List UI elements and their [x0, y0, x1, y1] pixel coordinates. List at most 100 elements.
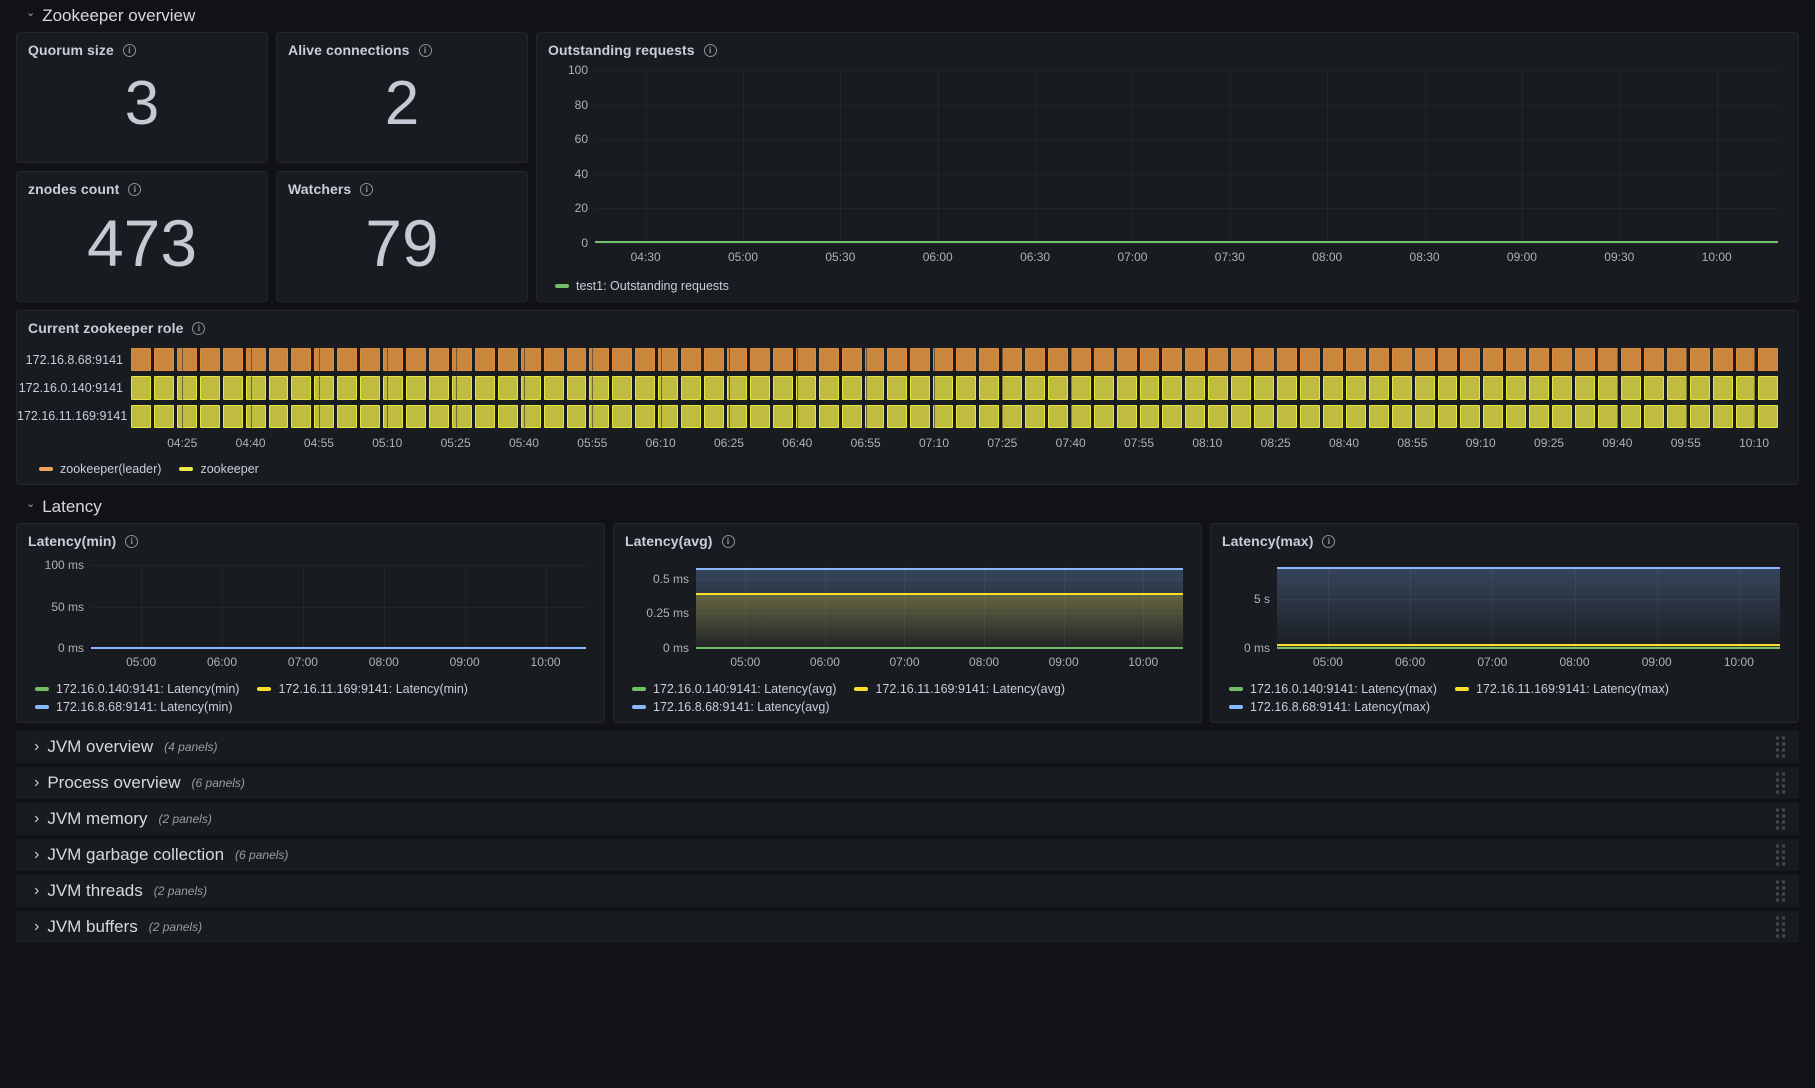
legend-item[interactable]: 172.16.8.68:9141: Latency(max): [1229, 700, 1798, 714]
timeline-cell[interactable]: [1643, 348, 1664, 372]
timeline-cell[interactable]: [1414, 404, 1435, 428]
timeline-cell[interactable]: [1254, 376, 1275, 400]
timeline-cell[interactable]: [428, 348, 449, 372]
timeline-cell[interactable]: [1391, 376, 1412, 400]
timeline-cell[interactable]: [704, 404, 724, 428]
timeline-cell[interactable]: [451, 404, 472, 428]
info-icon[interactable]: [125, 534, 139, 548]
timeline-cell[interactable]: [726, 376, 747, 400]
timeline-cell[interactable]: [451, 348, 472, 372]
timeline-cell[interactable]: [1093, 348, 1114, 372]
timeline-cell[interactable]: [1254, 348, 1275, 372]
timeline-cell[interactable]: [314, 376, 335, 400]
timeline-cell[interactable]: [658, 404, 679, 428]
timeline-cell[interactable]: [360, 404, 381, 428]
timeline-cell[interactable]: [1002, 376, 1022, 400]
timeline-cell[interactable]: [887, 404, 908, 428]
legend-item[interactable]: zookeeper: [179, 462, 259, 476]
timeline-cell[interactable]: [1437, 348, 1458, 372]
timeline-cell[interactable]: [979, 348, 1000, 372]
timeline-cell[interactable]: [1506, 348, 1527, 372]
collapsed-row-jvm-buffers[interactable]: JVM buffers(2 panels): [16, 911, 1799, 943]
timeline-cell[interactable]: [543, 376, 564, 400]
panel-latency-avg[interactable]: Latency(avg) 0 ms0.25 ms0.5 ms05:0006:00…: [613, 523, 1202, 723]
timeline-cell[interactable]: [428, 376, 449, 400]
timeline-cell[interactable]: [1116, 376, 1137, 400]
timeline-cell[interactable]: [795, 404, 816, 428]
info-icon[interactable]: [128, 182, 142, 196]
timeline-cell[interactable]: [933, 404, 954, 428]
timeline-cell[interactable]: [1345, 376, 1366, 400]
timeline-cell[interactable]: [1208, 348, 1229, 372]
timeline-cell[interactable]: [864, 404, 885, 428]
collapsed-row-jvm-overview[interactable]: JVM overview(4 panels): [16, 731, 1799, 763]
timeline-cell[interactable]: [131, 404, 151, 428]
timeline-cell[interactable]: [222, 404, 243, 428]
timeline-cell[interactable]: [360, 348, 381, 372]
timeline-cell[interactable]: [1620, 404, 1641, 428]
timeline-cell[interactable]: [1300, 376, 1320, 400]
info-icon[interactable]: [703, 43, 717, 57]
legend-item[interactable]: zookeeper(leader): [39, 462, 161, 476]
timeline-cell[interactable]: [176, 404, 197, 428]
timeline-cell[interactable]: [956, 348, 977, 372]
timeline-cell[interactable]: [1552, 376, 1573, 400]
timeline-cell[interactable]: [726, 404, 747, 428]
timeline-cell[interactable]: [1735, 404, 1756, 428]
info-icon[interactable]: [122, 43, 136, 57]
timeline-cell[interactable]: [612, 376, 633, 400]
timeline-cell[interactable]: [222, 376, 243, 400]
timeline-cell[interactable]: [383, 376, 404, 400]
timeline-cell[interactable]: [681, 376, 702, 400]
timeline-cell[interactable]: [818, 348, 839, 372]
timeline-cell[interactable]: [749, 376, 770, 400]
timeline-cell[interactable]: [520, 404, 541, 428]
timeline-cell[interactable]: [360, 376, 381, 400]
timeline-cell[interactable]: [1598, 376, 1618, 400]
timeline-cell[interactable]: [451, 376, 472, 400]
info-icon[interactable]: [418, 43, 432, 57]
timeline-cell[interactable]: [749, 404, 770, 428]
timeline-cell[interactable]: [1643, 404, 1664, 428]
panel-quorum-size[interactable]: Quorum size 3: [16, 32, 268, 163]
chevron-right-icon[interactable]: [34, 882, 39, 900]
timeline-cell[interactable]: [589, 376, 610, 400]
info-icon[interactable]: [192, 321, 206, 335]
timeline-cell[interactable]: [589, 348, 610, 372]
timeline-cell[interactable]: [1460, 376, 1481, 400]
timeline-cell[interactable]: [1093, 376, 1114, 400]
timeline-cell[interactable]: [268, 376, 289, 400]
timeline-cell[interactable]: [1483, 376, 1504, 400]
legend-item[interactable]: 172.16.0.140:9141: Latency(avg): [632, 682, 836, 696]
timeline-cell[interactable]: [406, 376, 426, 400]
chevron-right-icon[interactable]: [34, 846, 39, 864]
timeline-cell[interactable]: [818, 376, 839, 400]
timeline-cell[interactable]: [199, 376, 220, 400]
section-header-latency[interactable]: Latency: [8, 491, 1807, 523]
timeline-cell[interactable]: [566, 404, 587, 428]
timeline-cell[interactable]: [1712, 404, 1733, 428]
timeline-cell[interactable]: [818, 404, 839, 428]
drag-handle-icon[interactable]: [1776, 916, 1785, 938]
timeline-cell[interactable]: [1162, 376, 1183, 400]
timeline-cell[interactable]: [704, 348, 724, 372]
timeline-cell[interactable]: [1598, 404, 1618, 428]
timeline-cell[interactable]: [245, 348, 266, 372]
timeline-cell[interactable]: [1414, 348, 1435, 372]
legend-item[interactable]: 172.16.0.140:9141: Latency(min): [35, 682, 239, 696]
timeline-cell[interactable]: [566, 376, 587, 400]
timeline-cell[interactable]: [520, 348, 541, 372]
timeline-cell[interactable]: [681, 348, 702, 372]
timeline-cell[interactable]: [153, 404, 174, 428]
timeline-cell[interactable]: [1552, 404, 1573, 428]
timeline-cell[interactable]: [956, 404, 977, 428]
timeline-cell[interactable]: [841, 376, 862, 400]
timeline-cell[interactable]: [1575, 404, 1595, 428]
timeline-cell[interactable]: [1575, 376, 1595, 400]
timeline-cell[interactable]: [841, 348, 862, 372]
timeline-cell[interactable]: [1162, 404, 1183, 428]
timeline-cell[interactable]: [612, 404, 633, 428]
drag-handle-icon[interactable]: [1776, 844, 1785, 866]
collapsed-row-jvm-memory[interactable]: JVM memory(2 panels): [16, 803, 1799, 835]
